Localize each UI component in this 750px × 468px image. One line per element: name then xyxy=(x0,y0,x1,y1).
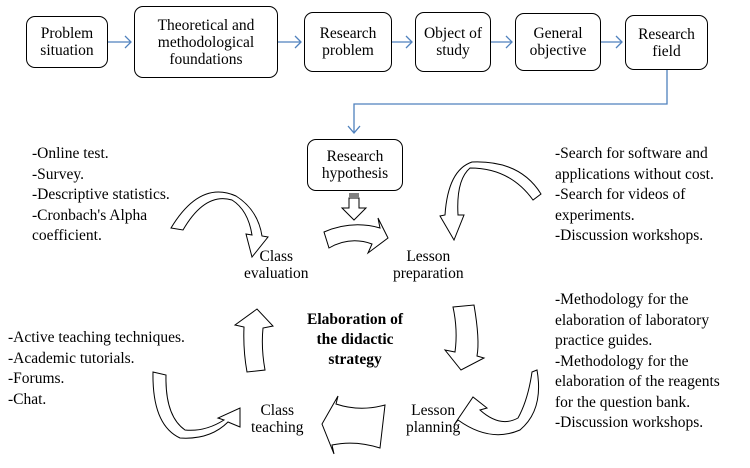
connector-elbow-to-hypothesis xyxy=(347,70,668,134)
preparation-notes: -Search for software and applications wi… xyxy=(555,145,714,244)
stage-class-evaluation: Class evaluation xyxy=(244,248,309,282)
box-research-field: Research field xyxy=(625,15,708,70)
curved-arrow-left xyxy=(321,395,386,455)
connector-arrow xyxy=(491,35,513,49)
stage-lesson-planning: Lesson planning xyxy=(406,402,461,436)
curved-arrow-right xyxy=(323,217,389,255)
box-label: Research hypothesis xyxy=(321,148,389,182)
curved-arrow-to-planning xyxy=(453,369,540,436)
box-general-objective: General objective xyxy=(515,13,601,71)
teaching-notes: -Active teaching techniques. -Academic t… xyxy=(8,329,185,408)
box-theoretical-foundations: Theoretical and methodological foundatio… xyxy=(134,6,278,78)
center-title: Elaboration of the didactic strategy xyxy=(307,311,404,368)
box-research-problem: Research problem xyxy=(304,12,392,72)
box-object-of-study: Object of study xyxy=(415,12,491,72)
stage-lesson-preparation: Lesson preparation xyxy=(393,248,464,282)
connector-arrow xyxy=(108,35,132,49)
curved-arrow-up xyxy=(233,308,274,373)
connector-arrow xyxy=(278,35,302,49)
block-arrow-down xyxy=(340,193,368,221)
box-label: Problem situation xyxy=(40,25,94,59)
curved-arrow-to-evaluation xyxy=(170,191,269,259)
curved-arrow-down xyxy=(443,304,486,371)
box-research-hypothesis: Research hypothesis xyxy=(307,139,403,191)
planning-notes: -Methodology for the elaboration of labo… xyxy=(555,291,720,431)
stage-class-teaching: Class teaching xyxy=(251,402,304,436)
box-label: Theoretical and methodological foundatio… xyxy=(157,16,255,68)
connector-arrow xyxy=(601,35,623,49)
curved-arrow-to-teaching xyxy=(152,371,241,439)
connector-arrow xyxy=(392,35,413,49)
evaluation-notes: -Online test. -Survey. -Descriptive stat… xyxy=(32,145,170,244)
box-problem-situation: Problem situation xyxy=(26,16,108,68)
curved-arrow-to-preparation xyxy=(439,161,542,242)
box-label: Research field xyxy=(638,25,695,60)
box-label: Object of study xyxy=(423,25,483,59)
box-label: Research problem xyxy=(319,25,377,59)
box-label: General objective xyxy=(529,25,587,59)
